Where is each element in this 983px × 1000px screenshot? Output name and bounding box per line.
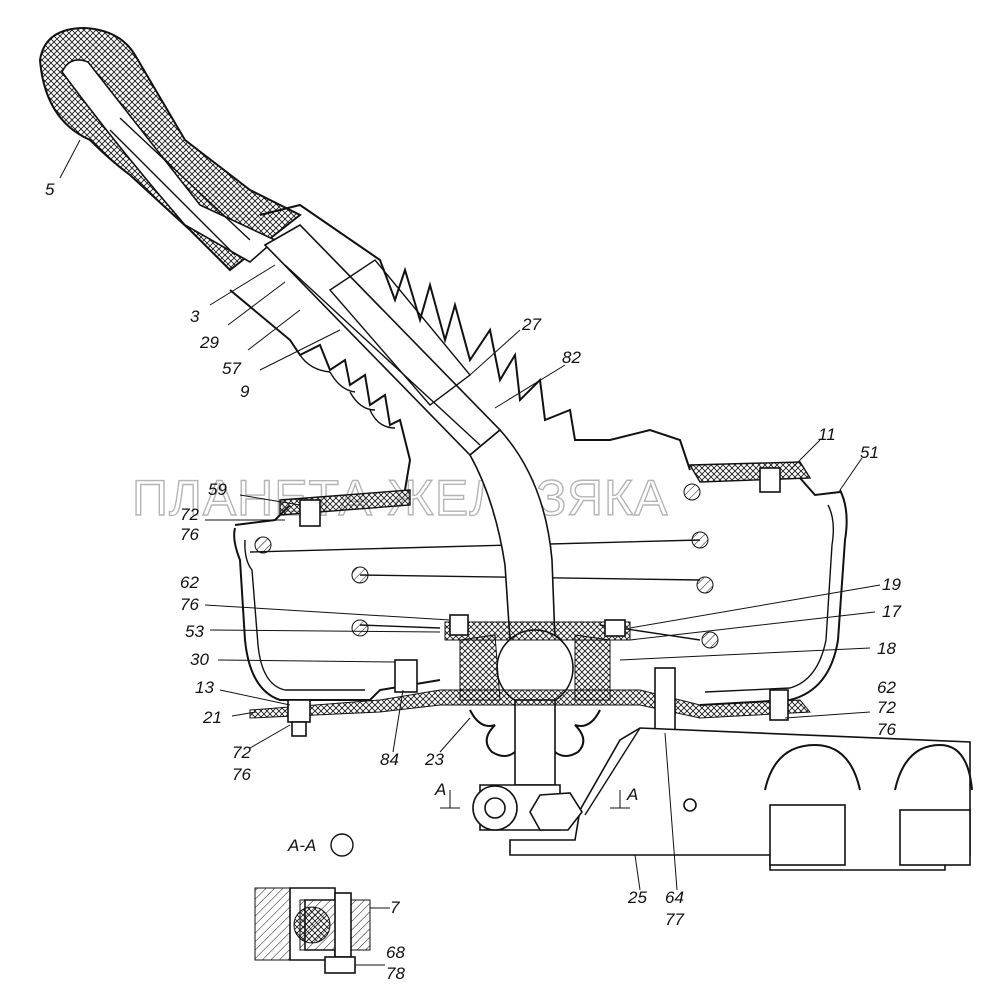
callout-76-right: 76	[877, 720, 896, 739]
lever-eye	[472, 784, 583, 831]
callout-23: 23	[424, 750, 444, 769]
callout-57: 57	[222, 359, 241, 378]
callout-13: 13	[195, 678, 214, 697]
callout-17: 17	[882, 602, 901, 621]
section-mark-a-right: A	[626, 785, 638, 804]
callout-62-right: 62	[877, 678, 896, 697]
callout-84: 84	[380, 750, 399, 769]
callout-62-left: 62	[180, 573, 199, 592]
callout-7: 7	[390, 898, 400, 917]
section-aa-detail	[254, 833, 371, 974]
callout-27: 27	[521, 315, 541, 334]
callout-labels: 5 3 29 57 9 27 82 11 51 59 72 76 62 76 5…	[45, 180, 901, 983]
callout-72-bottom-left: 72	[232, 743, 251, 762]
callout-59: 59	[208, 480, 227, 499]
callout-51: 51	[860, 443, 879, 462]
shift-housing	[509, 727, 973, 871]
callout-18: 18	[877, 639, 896, 658]
callout-76-top: 76	[180, 525, 199, 544]
callout-25: 25	[627, 888, 647, 907]
callout-3: 3	[190, 307, 200, 326]
callout-19: 19	[882, 575, 901, 594]
callout-82: 82	[562, 348, 581, 367]
lower-boot	[469, 699, 601, 786]
callout-53: 53	[185, 622, 204, 641]
ball-joint	[444, 428, 631, 707]
lever-knob	[38, 26, 302, 272]
section-mark-a-left: A	[434, 780, 446, 799]
callout-29: 29	[199, 333, 219, 352]
callout-72-right: 72	[877, 698, 896, 717]
callout-21: 21	[202, 708, 222, 727]
base-plate	[249, 467, 812, 737]
callout-30: 30	[190, 650, 209, 669]
callout-5: 5	[45, 180, 55, 199]
section-label-aa: A-A	[287, 836, 316, 855]
callout-64: 64	[665, 888, 684, 907]
callout-72-top: 72	[180, 505, 199, 524]
callout-76-left: 76	[180, 595, 199, 614]
callout-11: 11	[818, 425, 836, 444]
outer-housing	[233, 489, 848, 706]
callout-77: 77	[665, 910, 684, 929]
callout-76-bottom-left: 76	[232, 765, 251, 784]
callout-78: 78	[386, 964, 405, 983]
callout-68: 68	[386, 943, 405, 962]
callout-9: 9	[240, 382, 250, 401]
bellows-boot	[229, 203, 691, 491]
leader-lines	[59, 139, 881, 966]
